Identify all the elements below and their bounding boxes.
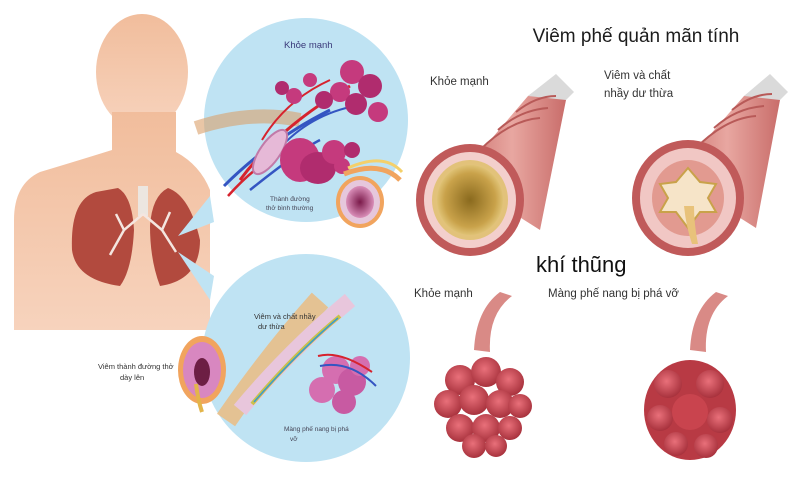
- healthy-bronchus: [416, 74, 574, 256]
- healthy-alveoli: [434, 292, 532, 458]
- alveoli-damaged-label-1: Màng phế nang bị phá: [284, 426, 349, 433]
- alveoli-damaged-label-2: vỡ: [290, 436, 298, 443]
- thickened-airway-section: [178, 336, 226, 413]
- bronchitis-title: Viêm phế quản mãn tính: [532, 26, 740, 47]
- top-airway-label-1: Thành đường: [270, 196, 310, 203]
- inflamed-label-1: Viêm và chất nhầy: [254, 312, 316, 321]
- top-circle-label: Khỏe mạnh: [284, 40, 333, 51]
- inflamed-bronchus: [632, 74, 788, 256]
- healthy-bronchus-label: Khỏe mạnh: [430, 76, 489, 88]
- top-callout-pointer: [178, 196, 214, 236]
- top-airway-label-2: thở bình thường: [266, 205, 314, 212]
- inflamed-bronchus-label-2: nhầy dư thừa: [604, 88, 674, 100]
- bottom-callout-pointer: [178, 252, 214, 300]
- damaged-alveoli-label: Màng phế nang bị phá vỡ: [548, 288, 679, 300]
- damaged-alveoli: [644, 292, 736, 460]
- bottom-zoom-circle: [202, 254, 410, 462]
- emphysema-title: khí thũng: [536, 252, 627, 277]
- inflamed-label-2: dư thừa: [258, 322, 285, 331]
- healthy-alveoli-label: Khỏe mạnh: [414, 288, 473, 300]
- inflamed-bronchus-label-1: Viêm và chất: [604, 70, 671, 82]
- top-zoom-circle: [193, 18, 408, 228]
- wall-label-1: Viêm thành đường thở: [98, 362, 174, 371]
- wall-label-2: dày lên: [120, 373, 145, 382]
